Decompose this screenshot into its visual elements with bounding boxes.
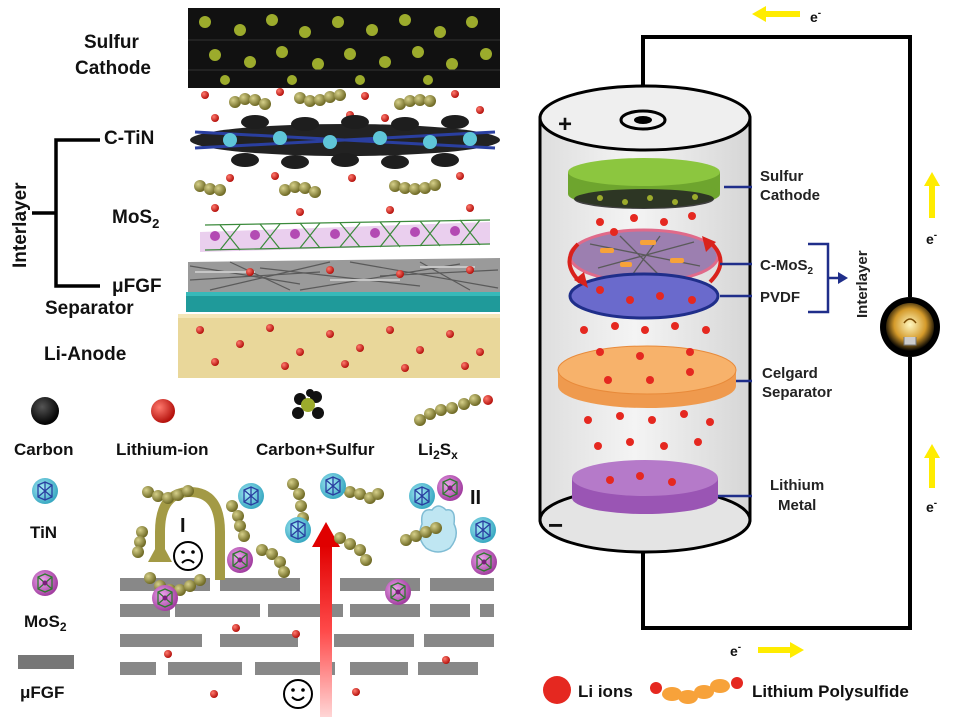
electron-arrow-bottom: e-: [730, 642, 804, 659]
electron-arrow-top: e-: [752, 6, 821, 25]
legend-li-ions: Li ions: [578, 682, 633, 701]
svg-text:e-: e-: [926, 230, 937, 247]
layer-stack: [178, 8, 500, 378]
legend-li2sx: Li2Sx: [418, 440, 458, 462]
separator-layer: [186, 292, 500, 312]
legend-carbon-sulfur: Carbon+Sulfur: [256, 440, 375, 459]
label-mos2: MoS2: [112, 207, 159, 231]
sulfur-cathode-block: [188, 8, 500, 88]
electron-arrow-right-upper: e-: [924, 172, 940, 247]
label-separator: Separator: [45, 298, 134, 319]
label-cell-sulfur-line1: Sulfur: [760, 168, 803, 185]
blocked-path-arrowhead: [148, 540, 172, 562]
graphite-bricks: [120, 578, 494, 675]
ufgf-icon: [18, 655, 74, 669]
label-c-tin: C-TiN: [104, 128, 154, 149]
label-li-anode: Li-Anode: [44, 344, 126, 365]
label-sulfur-cathode-line2: Cathode: [75, 58, 151, 79]
svg-text:e-: e-: [730, 642, 741, 659]
electron-arrow-right-lower: e-: [924, 444, 940, 515]
li-ions-legend-icon: [543, 676, 571, 704]
legend-tin: TiN: [30, 523, 57, 542]
mos2-layer: [200, 219, 491, 252]
legend-lithium-polysulfide: Lithium Polysulfide: [752, 682, 909, 701]
cell-li-ions: [580, 212, 714, 486]
polysulfide-legend-icon: [650, 677, 743, 704]
li-anode-block: [178, 314, 500, 378]
legend-left: Carbon Lithium-ion Carbon+Sulfur Li2Sx T…: [14, 389, 493, 702]
li-ion-transport-arrow: [312, 522, 340, 717]
legend-mos2: MoS2: [24, 612, 67, 634]
label-plus: +: [558, 111, 572, 138]
svg-text:e-: e-: [810, 8, 821, 25]
sad-face-icon: [173, 541, 203, 571]
label-ufgf: μFGF: [112, 276, 162, 297]
label-mechanism-i: I: [180, 515, 186, 537]
svg-text:e-: e-: [926, 498, 937, 515]
mechanism-panel: I II: [120, 472, 498, 717]
cell-schematic: + −: [538, 6, 940, 659]
carbon-sulfur-icon: [292, 389, 324, 419]
label-mechanism-ii: II: [470, 487, 481, 509]
carbon-icon: [31, 397, 59, 425]
label-interlayer: Interlayer: [10, 182, 31, 268]
c-tin-layer: [190, 115, 500, 169]
cell-lithium-metal: [572, 460, 718, 514]
label-cell-sulfur-line2: Cathode: [760, 187, 820, 204]
light-bulb-icon: [880, 297, 940, 357]
label-cell-c-mos2: C-MoS2: [760, 257, 814, 277]
interlayer-arrow: [838, 272, 848, 284]
legend-ufgf: μFGF: [20, 683, 64, 702]
li2sx-chain-icon: [414, 394, 493, 426]
stack-labels: Sulfur Cathode C-TiN MoS2 μFGF Separator…: [10, 32, 162, 365]
legend-carbon: Carbon: [14, 440, 74, 459]
legend-lithium-ion: Lithium-ion: [116, 440, 209, 459]
label-cell-interlayer: Interlayer: [854, 250, 871, 318]
label-minus: −: [548, 510, 563, 540]
label-cell-celgard-line2: Separator: [762, 384, 832, 401]
ufgf-layer: [188, 258, 500, 292]
lithium-ion-icon: [151, 399, 175, 423]
legend-right: Li ions Lithium Polysulfide: [543, 676, 909, 704]
tin-icon: [31, 477, 59, 505]
label-cell-lithium-line2: Metal: [778, 497, 816, 514]
cell-interlayer: [567, 228, 723, 320]
external-circuit: [641, 35, 912, 630]
label-cell-celgard-line1: Celgard: [762, 365, 818, 382]
label-sulfur-cathode-line1: Sulfur: [84, 32, 139, 53]
cell-celgard-separator: [557, 345, 737, 408]
label-cell-pvdf: PVDF: [760, 289, 800, 306]
mos2-icon: [31, 569, 59, 597]
happy-face-icon: [283, 679, 313, 709]
cell-sulfur-cathode: [568, 158, 720, 209]
interlayer-bracket: [32, 138, 100, 288]
label-cell-lithium-line1: Lithium: [770, 477, 824, 494]
